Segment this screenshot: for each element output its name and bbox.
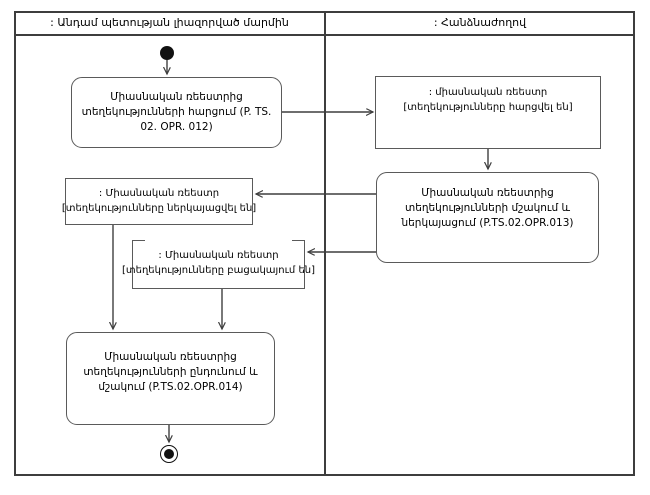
swimlane-header-commission: : Հանձնաժողով <box>325 11 635 34</box>
swimlane-title-right: : Հանձնաժողով <box>433 16 527 29</box>
swimlane-header-authorized-body: : Անդամ պետության լիազորված մարմին <box>14 11 325 34</box>
final-node <box>160 445 178 463</box>
object-name: : Միասնական ռեեստր <box>98 188 220 199</box>
swimlane-divider <box>324 11 326 476</box>
activity-label: Միասնական ռեեստրից տեղեկությունների ընդո… <box>83 351 258 393</box>
object-node-register-requested: : միասնական ռեեստր [տեղեկությունները հար… <box>375 76 601 149</box>
object-name: : միասնական ռեեստր <box>428 87 548 98</box>
activity-node-process-present: Միասնական ռեեստրից տեղեկությունների մշակ… <box>376 172 599 263</box>
object-top-border-gap <box>145 239 292 243</box>
object-state: [տեղեկությունները հարցվել են] <box>403 102 573 113</box>
swimlane-title-left: : Անդամ պետության լիազորված մարմին <box>50 16 289 29</box>
activity-node-request: Միասնական ռեեստրից տեղեկությունների հարց… <box>71 77 282 148</box>
object-node-register-presented: : Միասնական ռեեստր [տեղեկությունները ներ… <box>61 178 257 225</box>
object-name: : Միասնական ռեեստր <box>158 250 279 261</box>
object-state: [տեղեկությունները ներկայացվել են] <box>61 203 257 214</box>
activity-label: Միասնական ռեեստրից տեղեկությունների հարց… <box>81 91 272 133</box>
final-node-core <box>164 449 174 459</box>
object-node-register-missing: : Միասնական ռեեստր [տեղեկությունները բաց… <box>122 239 315 289</box>
object-state: [տեղեկությունները բացակայում են] <box>121 265 316 276</box>
initial-node <box>160 46 174 60</box>
activity-label: Միասնական ռեեստրից տեղեկությունների մշակ… <box>401 187 574 229</box>
activity-node-receive-process: Միասնական ռեեստրից տեղեկությունների ընդո… <box>66 332 275 425</box>
